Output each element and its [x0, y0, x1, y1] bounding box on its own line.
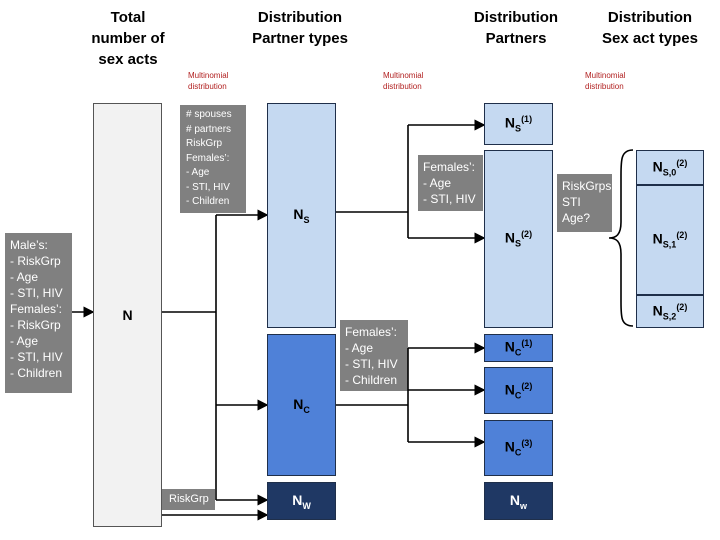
- header-partners: Distribution Partners: [473, 9, 559, 47]
- spouse-1-box: NS(1): [484, 103, 553, 145]
- casual-2-label: NC(2): [504, 380, 533, 401]
- multinomial-label-2: Multinomial distribution: [383, 71, 424, 91]
- spouse-2-box: NS(2): [484, 150, 553, 328]
- sex-worker-label: Nw: [509, 491, 528, 511]
- spouses-attributes-box: # spouses # partners RiskGrp Females’: -…: [180, 105, 246, 213]
- casual-1-box: NC(1): [484, 334, 553, 362]
- header-sex-act-types: Distribution Sex act types: [602, 9, 698, 47]
- spouse-type-label: NS: [293, 206, 310, 225]
- sex-act-type-0-box: NS,0(2): [636, 150, 704, 185]
- females-s-attributes-box: Females’: - Age - STI, HIV: [418, 155, 483, 211]
- total-acts-label: N: [122, 307, 133, 323]
- casual-type-box: NC: [267, 334, 336, 476]
- multinomial-label-1: Multinomial distribution: [188, 71, 229, 91]
- spouse-1-label: NS(1): [504, 114, 533, 134]
- male-attributes-box: Male’s: - RiskGrp - Age - STI, HIV Femal…: [5, 233, 72, 393]
- sex-act-type-0-label: NS,0(2): [652, 157, 688, 178]
- sex-worker-type-label: NW: [292, 491, 311, 511]
- casual-3-label: NC(3): [504, 438, 533, 458]
- sex-act-type-1-label: NS,1(2): [652, 230, 688, 250]
- header-partner-types: Distribution Partner types: [252, 9, 348, 47]
- females-c-attributes-box: Females’: - Age - STI, HIV - Children: [340, 320, 408, 391]
- sex-act-type-1-box: NS,1(2): [636, 185, 704, 295]
- spouse-2-label: NS(2): [504, 229, 533, 249]
- riskgrp-box: RiskGrp: [162, 489, 215, 510]
- multinomial-label-3: Multinomial distribution: [585, 71, 626, 91]
- spouse-type-box: NS: [267, 103, 336, 328]
- total-acts-box: N: [93, 103, 162, 527]
- header-total-sex-acts: Total number of sex acts: [91, 9, 165, 68]
- sex-worker-box: Nw: [484, 482, 553, 520]
- casual-type-label: NC: [293, 395, 310, 415]
- sex-worker-type-box: NW: [267, 482, 336, 520]
- casual-3-box: NC(3): [484, 420, 553, 476]
- casual-2-box: NC(2): [484, 367, 553, 414]
- sex-act-type-2-box: NS,2(2): [636, 295, 704, 328]
- casual-1-label: NC(1): [504, 338, 533, 358]
- sex-act-type-2-label: NS,2(2): [652, 301, 688, 322]
- riskgrps-sti-age-box: RiskGrps STI Age?: [557, 174, 612, 232]
